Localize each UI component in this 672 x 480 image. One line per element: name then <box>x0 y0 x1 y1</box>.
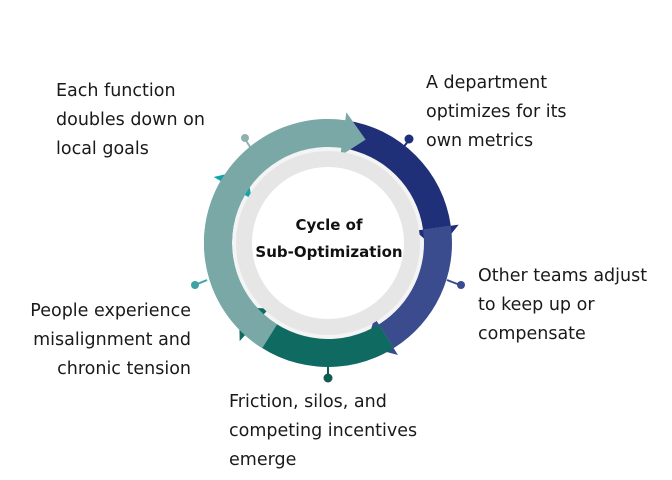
step-label-line: Friction, silos, and <box>229 392 387 412</box>
inner-disc-center <box>252 167 404 319</box>
marker-bottom <box>323 373 333 383</box>
step-label-line: own metrics <box>426 131 534 151</box>
marker-top-right <box>404 134 414 144</box>
step-label-line: Each function <box>56 81 176 101</box>
marker-left <box>191 281 199 289</box>
step-label-misalignment: People experience misalignment and chron… <box>30 297 191 384</box>
center-title: Cycle of Sub-Optimization <box>239 212 419 266</box>
step-label-line: misalignment and <box>33 330 191 350</box>
arrow-teams-adjust-band <box>378 225 452 349</box>
step-label-line: People experience <box>30 301 191 321</box>
step-label-line: doubles down on <box>56 110 205 130</box>
step-label-line: competing incentives <box>229 421 418 441</box>
step-label-line: optimizes for its <box>426 102 567 122</box>
arrow-friction-band <box>245 314 394 368</box>
center-title-line-1: Cycle of <box>295 216 363 234</box>
step-label-own-metrics: A department optimizes for its own metri… <box>426 69 567 156</box>
step-label-teams-adjust: Other teams adjust to keep up or compens… <box>478 262 647 349</box>
arrow-local-goals-band <box>204 119 346 349</box>
arrow-local-goals-head <box>340 112 366 156</box>
arrow-own-metrics-band <box>341 120 451 230</box>
step-label-local-goals: Each function doubles down on local goal… <box>56 77 205 164</box>
marker-right <box>457 281 465 289</box>
marker-top-left <box>241 134 249 142</box>
step-label-line: emerge <box>229 450 297 470</box>
step-label-line: to keep up or <box>478 295 595 315</box>
step-label-line: local goals <box>56 139 149 159</box>
step-label-friction: Friction, silos, and competing incentive… <box>229 388 417 475</box>
step-label-line: A department <box>426 73 548 93</box>
step-label-line: compensate <box>478 324 586 344</box>
center-title-line-2: Sub-Optimization <box>255 243 403 261</box>
cycle-arrows <box>203 112 459 368</box>
step-label-line: chronic tension <box>57 359 191 379</box>
step-label-line: Other teams adjust <box>478 266 648 286</box>
